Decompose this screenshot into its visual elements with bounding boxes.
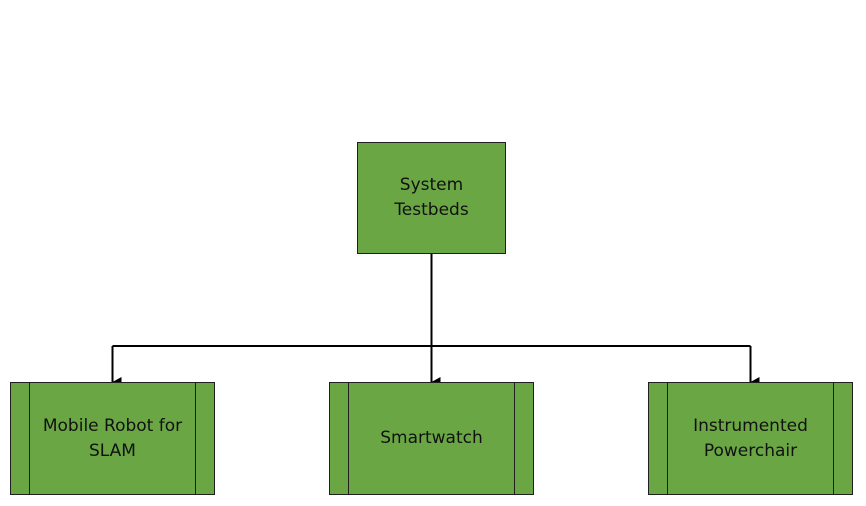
child-node-instrumented-powerchair: Instrumented Powerchair	[648, 382, 853, 495]
child-node-label: Instrumented Powerchair	[693, 415, 808, 461]
child-node-label: Mobile Robot for SLAM	[42, 415, 183, 461]
root-node-system-testbeds: System Testbeds	[357, 142, 506, 254]
child-node-label: Smartwatch	[380, 428, 483, 448]
child-node-mobile-robot: Mobile Robot for SLAM	[10, 382, 215, 495]
child-node-smartwatch: Smartwatch	[329, 382, 534, 495]
root-node-label: System Testbeds	[394, 175, 469, 220]
